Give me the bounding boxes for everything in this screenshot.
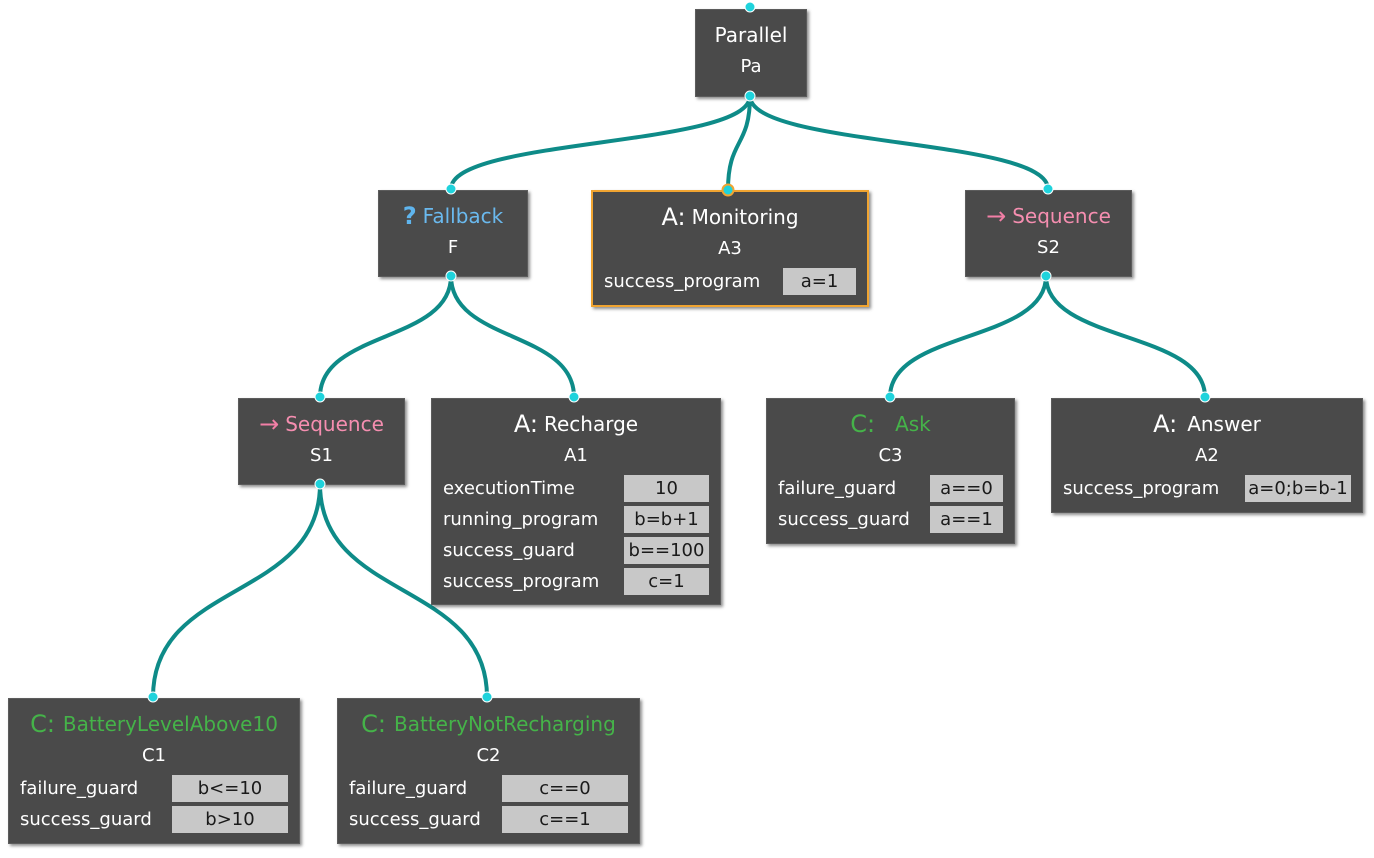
edge-pa-f bbox=[449, 95, 752, 190]
property-row: executionTime 10 bbox=[432, 473, 720, 504]
property-value-field[interactable]: a==0 bbox=[930, 475, 1003, 502]
fallback-question-icon: ? bbox=[402, 202, 417, 230]
node-label: Answer bbox=[1187, 412, 1261, 436]
node-id: S1 bbox=[310, 445, 333, 466]
node-id: Pa bbox=[740, 56, 762, 77]
node-condition-c1[interactable]: C: BatteryLevelAbove10 C1 failure_guard … bbox=[8, 698, 300, 844]
property-key: failure_guard bbox=[778, 478, 897, 499]
property-row: failure_guard a==0 bbox=[767, 473, 1014, 504]
condition-icon: C: bbox=[850, 410, 876, 438]
node-id: A2 bbox=[1195, 445, 1219, 466]
property-value-field[interactable]: c=1 bbox=[624, 568, 709, 595]
edge-pa-s2 bbox=[748, 95, 1050, 190]
port-pa-out[interactable] bbox=[744, 90, 756, 102]
property-row: failure_guard b<=10 bbox=[9, 773, 299, 804]
property-row: success_program a=0;b=b-1 bbox=[1052, 473, 1362, 504]
property-value-field[interactable]: b>10 bbox=[172, 806, 288, 833]
node-sequence-s2[interactable]: → Sequence S2 bbox=[965, 190, 1132, 277]
node-id: C2 bbox=[476, 745, 501, 766]
port-c3-in[interactable] bbox=[884, 391, 896, 403]
property-value-field[interactable]: c==1 bbox=[502, 806, 628, 833]
port-s1-in[interactable] bbox=[314, 391, 326, 403]
property-key: failure_guard bbox=[349, 778, 468, 799]
node-condition-c2[interactable]: C: BatteryNotRecharging C2 failure_guard… bbox=[337, 698, 640, 844]
node-id: A1 bbox=[564, 445, 588, 466]
sequence-arrow-icon: → bbox=[259, 410, 280, 438]
port-s2-out[interactable] bbox=[1040, 270, 1052, 282]
property-key: success_guard bbox=[778, 509, 910, 530]
edge-s1-c2 bbox=[318, 483, 489, 698]
port-pa-in[interactable] bbox=[744, 1, 756, 13]
property-value-field[interactable]: b==100 bbox=[624, 537, 709, 564]
property-value-field[interactable]: a==1 bbox=[930, 506, 1003, 533]
property-row: success_program a=1 bbox=[593, 266, 867, 297]
property-key: success_program bbox=[604, 271, 761, 292]
port-c2-in[interactable] bbox=[481, 691, 493, 703]
action-icon: A: bbox=[513, 410, 538, 438]
port-a3-in[interactable] bbox=[721, 183, 735, 197]
property-value-field[interactable]: c==0 bbox=[502, 775, 628, 802]
node-id: C1 bbox=[141, 745, 167, 766]
condition-icon: C: bbox=[30, 710, 55, 738]
node-id: F bbox=[447, 237, 459, 258]
property-row: failure_guard c==0 bbox=[338, 773, 639, 804]
port-a2-in[interactable] bbox=[1199, 391, 1211, 403]
property-row: success_guard b==100 bbox=[432, 535, 720, 566]
property-value-field[interactable]: 10 bbox=[624, 475, 709, 502]
property-value-field[interactable]: b=b+1 bbox=[624, 506, 709, 533]
port-f-in[interactable] bbox=[445, 183, 457, 195]
node-label: BatteryNotRecharging bbox=[394, 712, 616, 736]
property-row: success_program c=1 bbox=[432, 566, 720, 597]
node-id: C3 bbox=[878, 445, 903, 466]
action-icon: A: bbox=[661, 203, 686, 231]
node-sequence-s1[interactable]: → Sequence S1 bbox=[238, 398, 405, 485]
node-parallel-pa[interactable]: Parallel Pa bbox=[695, 9, 807, 97]
property-key: success_guard bbox=[20, 809, 152, 830]
node-label: Sequence bbox=[285, 412, 384, 436]
property-key: success_program bbox=[443, 571, 600, 592]
edge-s2-a2 bbox=[1044, 275, 1207, 398]
node-condition-c3[interactable]: C: Ask C3 failure_guard a==0 success_gua… bbox=[766, 398, 1015, 544]
property-value-field[interactable]: a=1 bbox=[783, 268, 856, 295]
node-label: BatteryLevelAbove10 bbox=[62, 712, 278, 736]
edge-f-a1 bbox=[449, 275, 576, 398]
port-f-out[interactable] bbox=[445, 270, 457, 282]
edge-s1-c1 bbox=[151, 483, 322, 698]
node-id: S2 bbox=[1037, 237, 1060, 258]
port-c1-in[interactable] bbox=[147, 691, 159, 703]
node-action-a3[interactable]: A: Monitoring A3 success_program a=1 bbox=[591, 190, 869, 307]
node-label: Monitoring bbox=[691, 205, 799, 229]
node-fallback-f[interactable]: ? Fallback F bbox=[378, 190, 528, 277]
property-row: success_guard c==1 bbox=[338, 804, 639, 835]
port-s1-out[interactable] bbox=[314, 478, 326, 490]
condition-icon: C: bbox=[361, 710, 387, 738]
node-action-a1[interactable]: A: Recharge A1 executionTime 10 running_… bbox=[431, 398, 721, 605]
property-key: success_guard bbox=[443, 540, 575, 561]
property-value-field[interactable]: a=0;b=b-1 bbox=[1245, 475, 1351, 502]
node-label: Recharge bbox=[543, 412, 639, 436]
node-label: Ask bbox=[895, 412, 931, 436]
property-key: failure_guard bbox=[20, 778, 139, 799]
sequence-arrow-icon: → bbox=[986, 202, 1007, 230]
node-label: Fallback bbox=[422, 204, 504, 228]
port-s2-in[interactable] bbox=[1042, 183, 1054, 195]
edge-s2-c3 bbox=[888, 275, 1048, 398]
node-id: A3 bbox=[718, 238, 742, 259]
property-key: running_program bbox=[443, 509, 599, 530]
node-label: Parallel bbox=[714, 23, 788, 47]
property-value-field[interactable]: b<=10 bbox=[172, 775, 288, 802]
node-label: Sequence bbox=[1012, 204, 1111, 228]
property-row: success_guard a==1 bbox=[767, 504, 1014, 535]
property-key: success_program bbox=[1063, 478, 1220, 499]
edge-f-s1 bbox=[318, 275, 453, 398]
action-icon: A: bbox=[1153, 410, 1178, 438]
property-row: success_guard b>10 bbox=[9, 804, 299, 835]
edge-pa-a3 bbox=[726, 95, 752, 191]
property-row: running_program b=b+1 bbox=[432, 504, 720, 535]
port-a1-in[interactable] bbox=[568, 391, 580, 403]
property-key: executionTime bbox=[443, 478, 575, 499]
node-action-a2[interactable]: A: Answer A2 success_program a=0;b=b-1 bbox=[1051, 398, 1363, 513]
property-key: success_guard bbox=[349, 809, 481, 830]
